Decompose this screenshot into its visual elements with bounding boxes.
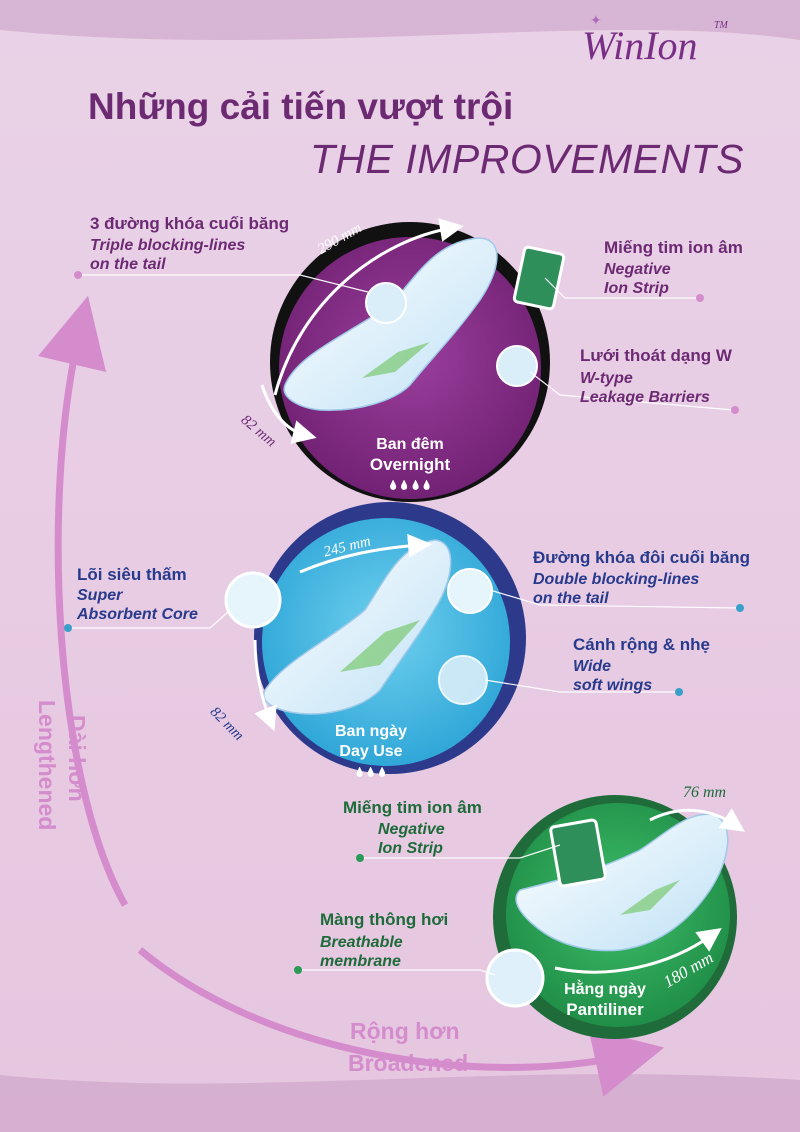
feature-pantiliner-ion-en1: Negative [378,821,445,838]
feature-absorbent-core-en1: Super [77,587,123,604]
brand-logo: WinIon [582,22,698,69]
feature-w-barriers-en2: Leakage Barriers [580,389,710,406]
feature-wide-wings-vi: Cánh rộng & nhẹ [573,635,710,654]
feature-pantiliner-ion-vi: Miếng tim ion âm [343,798,482,817]
broadened-label-vi: Rộng hơn [350,1018,460,1044]
broadened-label-en: Broadened [348,1050,469,1076]
butterfly-icon: ✦ [590,12,602,28]
lengthened-label-vi: Dài hơn [64,715,90,802]
overnight-label-vi: Ban đêm [376,436,444,453]
brand-logo-text: WinIon [582,23,698,68]
feature-triple-blocking-en2: on the tail [90,256,166,273]
overnight-label-en: Overnight [369,455,451,474]
feature-triple-blocking-en1: Triple blocking-lines [90,237,246,254]
page-subtitle: THE IMPROVEMENTS [310,136,744,182]
pantiliner-label-vi: Hằng ngày [564,981,646,998]
lengthened-label-en: Lengthened [34,700,60,831]
feature-ion-strip-en2: Ion Strip [604,280,669,297]
page-title: Những cải tiến vượt trội [88,86,514,127]
pantiliner-width-label: 76 mm [683,784,727,801]
feature-double-blocking-vi: Đường khóa đôi cuối băng [533,548,751,567]
feature-ion-strip-vi: Miếng tim ion âm [604,238,743,257]
feature-absorbent-core-vi: Lõi siêu thấm [77,565,187,584]
feature-double-blocking-en2: on the tail [533,590,609,607]
trademark-mark: TM [714,20,728,31]
pantiliner-label-en: Pantiliner [566,1000,644,1019]
feature-wide-wings-en1: Wide [573,658,612,675]
feature-breathable-en2: membrane [320,953,401,970]
feature-breathable-vi: Màng thông hơi [320,910,449,929]
feature-absorbent-core-en2: Absorbent Core [77,606,198,623]
feature-pantiliner-ion-en2: Ion Strip [378,840,443,857]
feature-w-barriers-vi: Lưới thoát dạng W [580,346,732,365]
feature-wide-wings-en2: soft wings [573,677,653,694]
drops-icon: 💧💧💧💧 [387,480,433,490]
pantiliner-label: Hằng ngày Pantiliner [540,980,670,1020]
feature-ion-strip-en1: Negative [604,261,671,278]
overnight-label: Ban đêm Overnight 💧💧💧💧 [345,435,475,495]
feature-w-barriers-en1: W-type [580,370,633,387]
dayuse-label-en: Day Use [339,743,403,760]
dayuse-label-vi: Ban ngày [334,723,407,740]
feature-triple-blocking-vi: 3 đường khóa cuối băng [90,214,290,233]
dayuse-label: Ban ngày Day Use 💧💧💧 [306,722,436,782]
feature-double-blocking-en1: Double blocking-lines [533,571,700,588]
drops-icon: 💧💧💧 [354,767,388,777]
feature-breathable-en1: Breathable [320,934,403,951]
